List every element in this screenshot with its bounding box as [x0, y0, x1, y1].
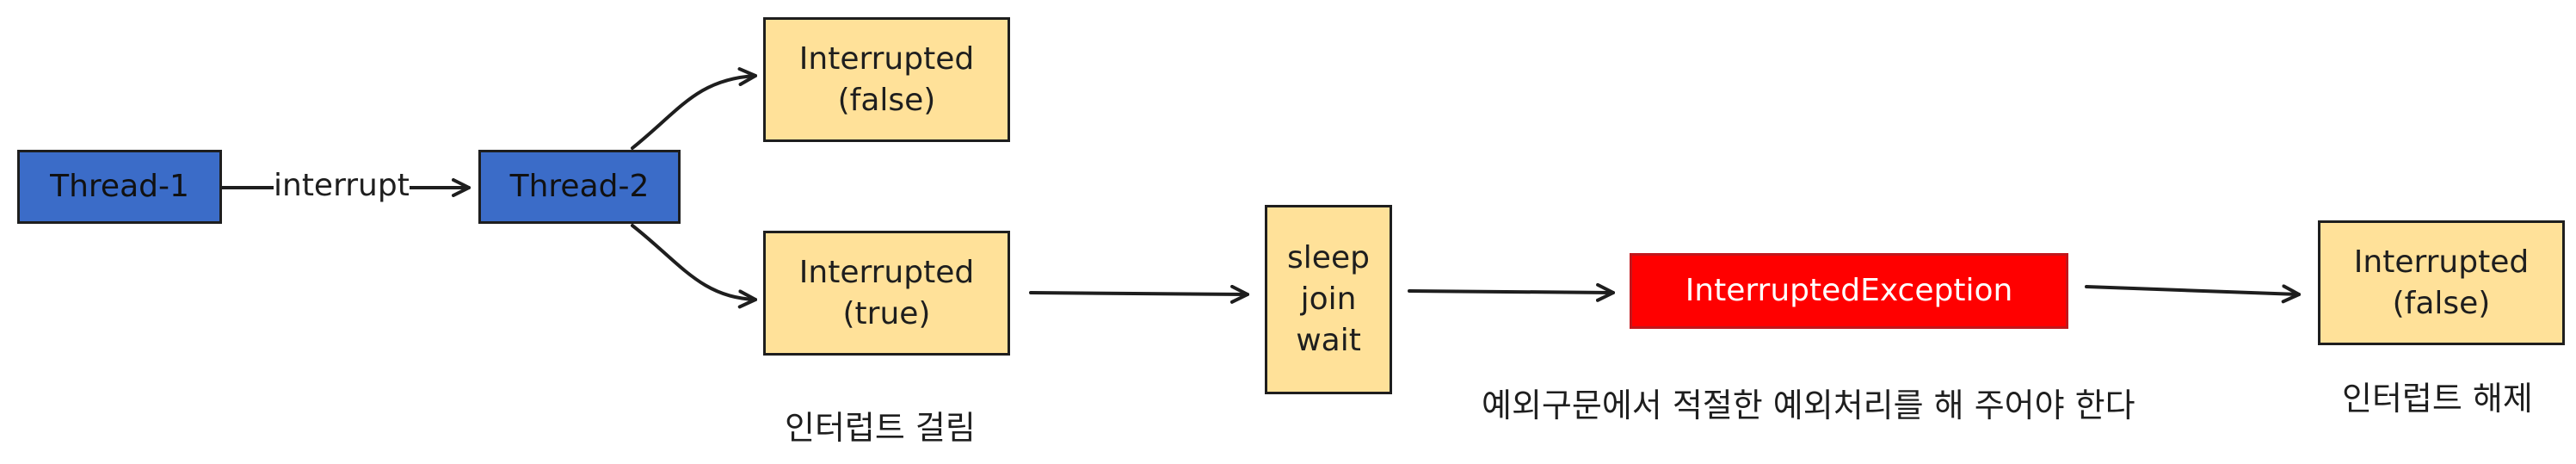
arrow-thread2-to-interrupted-true: [631, 224, 757, 309]
interrupted-false-top-line-1: Interrupted: [798, 40, 975, 77]
interrupted-false-top-line-2: (false): [837, 82, 936, 118]
thread-2-node: Thread-2: [478, 150, 681, 224]
blocking-method-join: join: [1300, 281, 1357, 317]
interrupt-edge-label: interrupt: [274, 167, 410, 205]
interrupted-true-line-2: (true): [842, 295, 931, 331]
arrow-blocking-to-exception: [1408, 282, 1615, 302]
interrupted-true-node: Interrupted (true): [763, 231, 1010, 356]
interrupted-exception-node: InterruptedException: [1630, 253, 2068, 329]
arrow-thread2-to-interrupted-false: [631, 67, 757, 150]
interrupted-false-end-line-1: Interrupted: [2353, 244, 2530, 280]
interrupted-false-end-node: Interrupted (false): [2318, 220, 2565, 345]
blocking-method-sleep: sleep: [1287, 240, 1370, 275]
thread-2-label: Thread-2: [509, 169, 650, 204]
blocking-method-wait: wait: [1296, 323, 1361, 358]
blocking-methods-node: sleep join wait: [1265, 205, 1392, 394]
interrupted-false-top-node: Interrupted (false): [763, 17, 1010, 142]
arrow-interrupted-to-blocking: [1029, 284, 1249, 304]
arrow-exception-to-interrupted-false: [2085, 284, 2301, 304]
interrupted-false-end-line-2: (false): [2392, 285, 2491, 321]
thread-1-label: Thread-1: [50, 169, 189, 204]
thread-1-node: Thread-1: [17, 150, 222, 224]
interrupted-exception-label: InterruptedException: [1685, 273, 2013, 308]
caption-interrupt-cleared: 인터럽트 해제: [2342, 380, 2533, 418]
caption-interrupt-set: 인터럽트 걸림: [785, 409, 976, 447]
interrupted-true-line-1: Interrupted: [798, 254, 975, 290]
caption-exception-handling: 예외구문에서 적절한 예외처리를 해 주어야 한다: [1482, 387, 2135, 424]
